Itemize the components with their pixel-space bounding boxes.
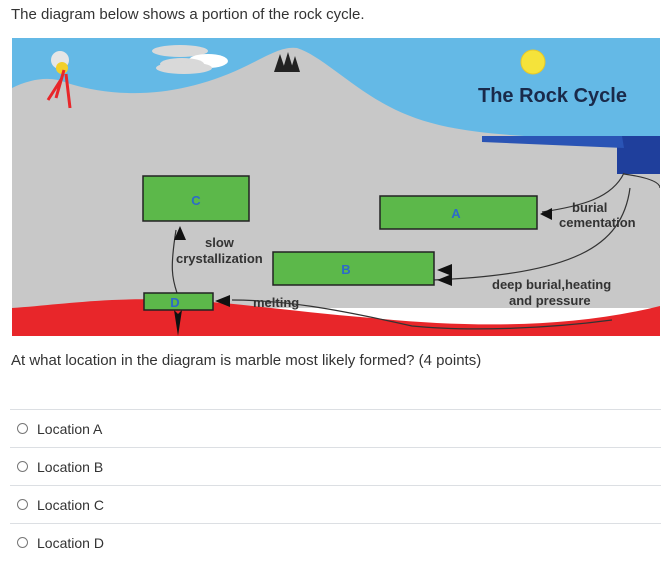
arrow-into-b-bottom [437, 274, 452, 286]
arrow-into-b-top [437, 264, 452, 276]
answer-label: Location C [37, 496, 104, 513]
volcano-eruption-icon [46, 51, 72, 109]
box-a-label: A [451, 206, 461, 221]
mountain-trees-icon [274, 52, 300, 72]
arrow-into-a [540, 208, 552, 220]
answer-options: Location A Location B Location C Locatio… [10, 409, 661, 561]
radio-button[interactable] [17, 537, 28, 548]
box-b-label: B [341, 262, 350, 277]
answer-label: Location B [37, 458, 104, 475]
arrow-into-c [174, 226, 186, 240]
answer-option-b[interactable]: Location B [10, 447, 661, 485]
rock-cycle-diagram: The Rock Cycle C A B D slow [12, 38, 660, 336]
answer-label: Location D [37, 534, 104, 551]
label-crystallization: crystallization [176, 251, 263, 266]
radio-button[interactable] [17, 499, 28, 510]
answer-option-c[interactable]: Location C [10, 485, 661, 523]
label-slow: slow [205, 235, 235, 250]
label-deep-burial: deep burial,heating [492, 277, 611, 292]
arrow-up-to-d [174, 310, 182, 336]
label-melting: melting [253, 295, 299, 310]
diagram-title: The Rock Cycle [478, 85, 627, 107]
box-c-label: C [191, 193, 201, 208]
box-b [272, 251, 435, 286]
label-cementation: cementation [559, 215, 636, 230]
box-a [379, 195, 538, 230]
answer-option-a[interactable]: Location A [10, 409, 661, 447]
clouds-icon [152, 45, 228, 74]
radio-button[interactable] [17, 461, 28, 472]
intro-text: The diagram below shows a portion of the… [11, 6, 365, 23]
box-d-label: D [170, 295, 179, 310]
answer-option-d[interactable]: Location D [10, 523, 661, 561]
ocean [617, 136, 660, 174]
label-burial: burial [572, 200, 607, 215]
answer-label: Location A [37, 420, 103, 437]
label-pressure: and pressure [509, 293, 591, 308]
sun-icon [520, 49, 546, 75]
box-c [142, 175, 250, 222]
question-text: At what location in the diagram is marbl… [11, 352, 482, 369]
box-d [143, 292, 214, 311]
radio-button[interactable] [17, 423, 28, 434]
arrow-into-d [215, 295, 230, 307]
